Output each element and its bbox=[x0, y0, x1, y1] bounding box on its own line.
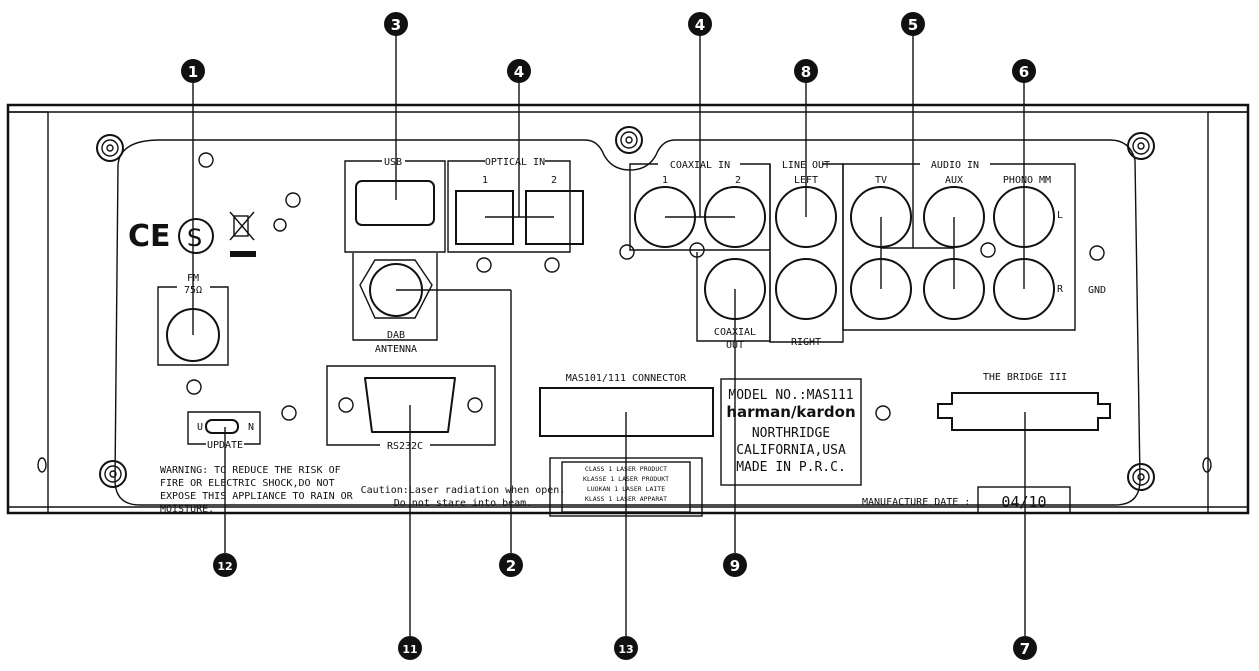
usb-port[interactable]: USB bbox=[344, 157, 446, 253]
chassis bbox=[6, 103, 1250, 515]
callout-9: 9 bbox=[723, 553, 747, 577]
warning-text: WARNING: TO REDUCE THE RISK OF FIRE OR E… bbox=[160, 465, 354, 515]
callout-1: 1 bbox=[181, 59, 205, 83]
svg-text:7: 7 bbox=[1020, 640, 1030, 658]
svg-text:NORTHRIDGE: NORTHRIDGE bbox=[752, 426, 830, 441]
callout-4-coaxial: 4 bbox=[688, 12, 712, 36]
callout-leaders bbox=[192, 35, 1026, 636]
svg-text:U: U bbox=[197, 422, 203, 433]
svg-text:DAB: DAB bbox=[387, 330, 405, 341]
svg-text:OPTICAL IN: OPTICAL IN bbox=[485, 157, 545, 168]
svg-text:TV: TV bbox=[875, 175, 887, 186]
svg-text:MAS101/111 CONNECTOR: MAS101/111 CONNECTOR bbox=[566, 373, 687, 384]
screw-top-center bbox=[615, 126, 643, 154]
svg-text:1: 1 bbox=[662, 175, 668, 186]
side-slot-right bbox=[1202, 457, 1212, 473]
side-slot-left bbox=[37, 457, 47, 473]
svg-text:Caution:Laser radiation when o: Caution:Laser radiation when open. bbox=[361, 485, 566, 496]
svg-text:N: N bbox=[248, 422, 254, 433]
callout-3: 3 bbox=[384, 12, 408, 36]
svg-text:2: 2 bbox=[551, 175, 557, 186]
svg-text:12: 12 bbox=[217, 560, 232, 573]
weee-bin-icon bbox=[229, 211, 256, 257]
svg-text:3: 3 bbox=[391, 16, 401, 34]
svg-text:WARNING: TO REDUCE THE RISK O: WARNING: TO REDUCE THE RISK OF bbox=[160, 465, 341, 476]
callout-2: 2 bbox=[499, 553, 523, 577]
svg-text:AUX: AUX bbox=[945, 175, 963, 186]
coaxial-out-jack[interactable]: COAXIAL OUT bbox=[696, 252, 771, 351]
svg-text:1: 1 bbox=[188, 63, 198, 81]
svg-text:4: 4 bbox=[695, 16, 705, 34]
ce-mark: CE bbox=[128, 219, 171, 254]
gnd-label: GND bbox=[1088, 285, 1106, 296]
optical-in-group: OPTICAL IN 1 2 bbox=[447, 157, 584, 253]
svg-text:CALIFORNIA,USA: CALIFORNIA,USA bbox=[736, 443, 846, 458]
callout-8: 8 bbox=[794, 59, 818, 83]
svg-text:4: 4 bbox=[514, 63, 524, 81]
manufacture-date: MANUFACTURE DATE : 04/10 bbox=[862, 486, 1071, 514]
dab-antenna-jack[interactable]: DAB ANTENNA bbox=[352, 253, 438, 355]
svg-text:L: L bbox=[1057, 210, 1063, 221]
svg-text:MANUFACTURE DATE :: MANUFACTURE DATE : bbox=[862, 497, 970, 508]
update-switch[interactable]: U N UPDATE bbox=[187, 411, 261, 451]
svg-text:PHONO MM: PHONO MM bbox=[1003, 175, 1051, 186]
callout-7: 7 bbox=[1013, 636, 1037, 660]
svg-text:AUDIO IN: AUDIO IN bbox=[931, 160, 979, 171]
model-plate: MODEL NO.:MAS111 harman/kardon NORTHRIDG… bbox=[720, 378, 862, 486]
callout-13: 13 bbox=[614, 636, 638, 660]
svg-text:8: 8 bbox=[801, 63, 811, 81]
audio-in-group: AUDIO IN TV AUX PHONO MM L R bbox=[842, 160, 1076, 331]
line-out-right-jack[interactable] bbox=[775, 258, 837, 320]
s-mark-icon: S bbox=[178, 218, 214, 254]
svg-text:MADE IN P.R.C.: MADE IN P.R.C. bbox=[736, 460, 846, 475]
screw-top-left bbox=[96, 134, 124, 162]
screw-top-right bbox=[1127, 132, 1155, 160]
svg-text:Do not stare into beam.: Do not stare into beam. bbox=[394, 498, 532, 509]
svg-text:S: S bbox=[187, 224, 202, 252]
svg-text:MOISTURE.: MOISTURE. bbox=[160, 504, 214, 515]
svg-text:USB: USB bbox=[384, 157, 402, 168]
svg-text:R: R bbox=[1057, 284, 1064, 295]
mounting-holes bbox=[186, 152, 1105, 421]
svg-text:6: 6 bbox=[1019, 63, 1029, 81]
callout-12: 12 bbox=[213, 553, 237, 577]
svg-text:EXPOSE THIS APPLIANCE TO RAIN: EXPOSE THIS APPLIANCE TO RAIN OR bbox=[160, 491, 354, 502]
svg-text:11: 11 bbox=[402, 643, 417, 656]
screw-bottom-right bbox=[1127, 463, 1155, 491]
callout-11: 11 bbox=[398, 636, 422, 660]
svg-text:2: 2 bbox=[506, 557, 516, 575]
svg-text:5: 5 bbox=[908, 16, 918, 34]
svg-text:RIGHT: RIGHT bbox=[791, 337, 821, 348]
svg-text:RS232C: RS232C bbox=[387, 441, 423, 452]
svg-text:04/10: 04/10 bbox=[1001, 493, 1046, 511]
svg-text:FIRE OR ELECTRIC SHOCK,DO NOT: FIRE OR ELECTRIC SHOCK,DO NOT bbox=[160, 478, 335, 489]
the-bridge-port[interactable]: THE BRIDGE III bbox=[937, 372, 1111, 431]
svg-text:2: 2 bbox=[735, 175, 741, 186]
svg-text:ANTENNA: ANTENNA bbox=[375, 344, 417, 355]
screw-bottom-left bbox=[99, 460, 127, 488]
svg-text:13: 13 bbox=[618, 643, 633, 656]
callout-4-optical: 4 bbox=[507, 59, 531, 83]
svg-text:MODEL NO.:MAS111: MODEL NO.:MAS111 bbox=[728, 388, 853, 403]
rs232c-port[interactable]: RS232C bbox=[326, 365, 496, 452]
caution-text: Caution:Laser radiation when open. Do no… bbox=[361, 485, 566, 509]
svg-text:1: 1 bbox=[482, 175, 488, 186]
svg-text:9: 9 bbox=[730, 557, 740, 575]
svg-text:THE BRIDGE III: THE BRIDGE III bbox=[983, 372, 1067, 383]
callout-5: 5 bbox=[901, 12, 925, 36]
callout-6: 6 bbox=[1012, 59, 1036, 83]
svg-text:harman/kardon: harman/kardon bbox=[726, 403, 855, 421]
